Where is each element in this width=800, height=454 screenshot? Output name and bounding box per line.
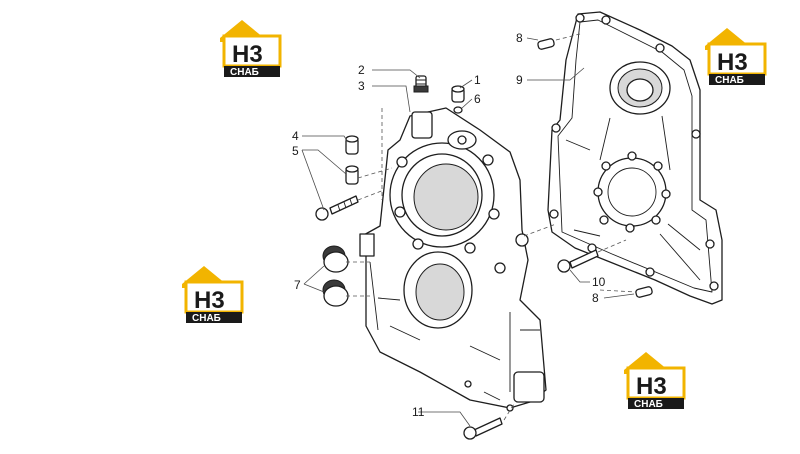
plug-part-2	[413, 75, 429, 93]
bolt-part-10	[557, 249, 599, 273]
dowel-pin-part-8-lower	[635, 286, 653, 298]
seal-ring-part-6	[453, 106, 463, 114]
bolt-part-5	[315, 195, 359, 221]
callout-7: 7	[294, 278, 301, 292]
grommet-part-7	[322, 245, 349, 307]
callout-5: 5	[292, 144, 299, 158]
callout-6: 6	[474, 92, 481, 106]
callout-8-upper: 8	[516, 31, 523, 45]
watermark-mark: H3	[717, 49, 748, 76]
watermark-logo-top-right: H3 СНАБ	[705, 28, 767, 86]
callout-8-lower: 8	[592, 291, 599, 305]
watermark-mark: H3	[232, 41, 263, 68]
sleeve-part-4	[345, 135, 359, 185]
callout-3: 3	[358, 79, 365, 93]
watermark-logo-top-left: H3 СНАБ	[220, 20, 282, 78]
watermark-mark: H3	[636, 373, 667, 400]
watermark-text: СНАБ	[192, 313, 221, 324]
assembly-lines	[346, 33, 637, 421]
dowel-pin-part-8-upper	[537, 38, 555, 50]
callout-9: 9	[516, 73, 523, 87]
watermark-logo-mid-left: H3 СНАБ	[182, 266, 244, 324]
plug-part-1	[451, 85, 465, 103]
callout-10: 10	[592, 275, 606, 289]
callout-11: 11	[412, 405, 425, 419]
rear-cover-plate	[547, 11, 723, 305]
watermark-logo-bottom-right: H3 СНАБ	[624, 352, 686, 410]
callout-4: 4	[292, 129, 299, 143]
watermark-mark: H3	[194, 287, 225, 314]
front-gear-housing	[359, 107, 547, 412]
watermark-text: СНАБ	[230, 67, 259, 78]
callout-1: 1	[474, 73, 481, 87]
watermark-text: СНАБ	[715, 75, 744, 86]
callout-leaders	[301, 37, 635, 427]
callout-2: 2	[358, 63, 365, 77]
bolt-part-11	[463, 417, 503, 440]
watermark-text: СНАБ	[634, 399, 663, 410]
